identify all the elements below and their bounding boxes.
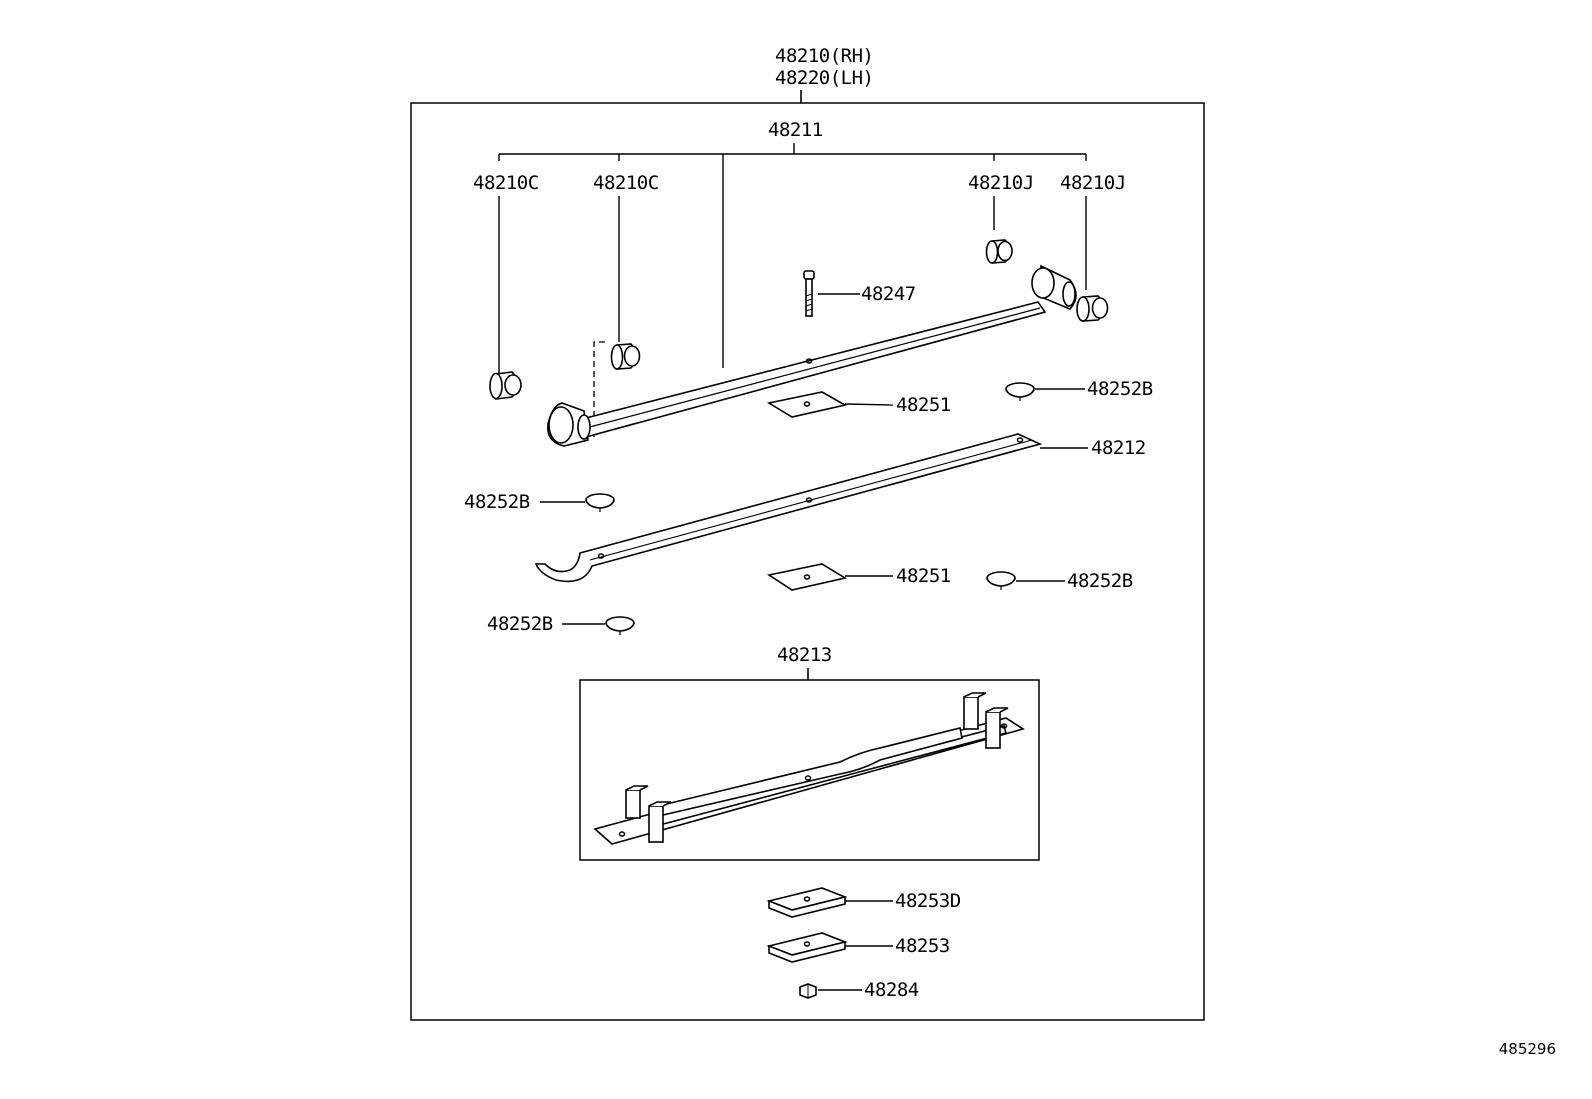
bushing-c-right-shape (610, 343, 641, 370)
bushing-c-left-shape (489, 371, 522, 400)
alignment-dashed-line (593, 341, 605, 437)
silencer-3-label: 48252B (1067, 570, 1133, 592)
nut-shape (799, 983, 862, 999)
assembly-frame (410, 102, 1205, 1021)
main-leaf-bracket (498, 143, 1087, 373)
insert-lower-shape (766, 563, 893, 591)
bushing-c-right-label: 48210C (593, 172, 659, 194)
silencer-3-shape (986, 571, 1065, 590)
insert-upper-shape (766, 391, 894, 418)
silencer-4-shape (562, 616, 635, 635)
main-leaf-label: 48211 (768, 119, 823, 141)
bushing-j-right-shape (1076, 295, 1109, 322)
bushing-j-right-label: 48210J (1060, 172, 1126, 194)
silencer-1-shape (1005, 382, 1085, 401)
center-bolt-label: 48247 (861, 283, 916, 305)
assembly-lh-label: 48220(LH) (775, 67, 874, 89)
bushing-j-left-label: 48210J (968, 172, 1034, 194)
spacer-label: 48253 (895, 935, 950, 957)
assembly-rh-label: 48210(RH) (775, 45, 874, 67)
insert-lower-label: 48251 (896, 565, 951, 587)
nut-label: 48284 (864, 979, 919, 1001)
second-leaf-shape (534, 433, 1088, 583)
spacer-d-label: 48253D (895, 890, 961, 912)
silencer-4-label: 48252B (487, 613, 553, 635)
silencer-2-shape (540, 493, 615, 512)
bushing-c-left-label: 48210C (473, 172, 539, 194)
silencer-1-label: 48252B (1087, 378, 1153, 400)
center-bolt-shape (803, 270, 860, 317)
silencer-2-label: 48252B (464, 491, 530, 513)
spacer-d-shape (766, 887, 893, 918)
spacer-shape (766, 932, 893, 963)
leaf-sub-assembly-frame (579, 679, 1040, 861)
leaf-sub-assembly-label: 48213 (777, 644, 832, 666)
insert-upper-label: 48251 (896, 394, 951, 416)
second-leaf-label: 48212 (1091, 437, 1146, 459)
figure-number: 485296 (1498, 1040, 1556, 1058)
leaf-sub-assembly-shape (593, 692, 1025, 845)
main-leaf-shape (547, 264, 1077, 447)
bushing-j-left-shape (985, 239, 1013, 264)
